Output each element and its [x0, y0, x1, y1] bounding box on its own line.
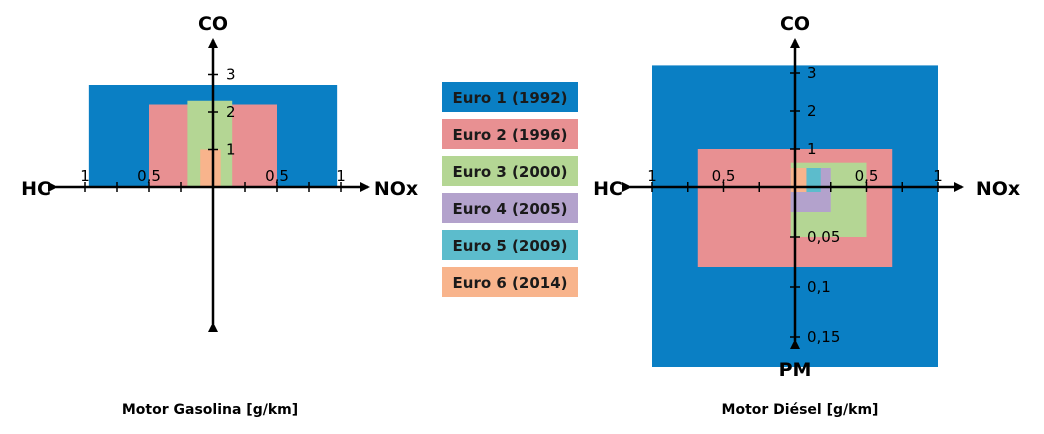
gasoline-y-tick-label: 3 — [226, 66, 236, 84]
legend-label: Euro 5 (2009) — [453, 237, 568, 255]
diesel-ticks: 1 0,5 0,5 1 1 2 3 0,05 0,1 0,15 — [647, 64, 943, 346]
diesel-region-euro-6-2014 — [790, 168, 807, 192]
legend-swatch — [442, 82, 578, 112]
diesel-axis-bottom-label: PM — [779, 359, 812, 381]
legend-swatch — [442, 156, 578, 186]
gasoline-caption: Motor Gasolina [g/km] — [122, 402, 298, 418]
legend: Euro 1 (1992) Euro 2 (1996) Euro 3 (2000) E… — [442, 82, 578, 297]
diesel-chart: 1 0,5 0,5 1 1 2 3 0,05 0,1 0,15 CO HC NOx PM Moto… — [593, 13, 1020, 418]
legend-label: Euro 4 (2005) — [453, 200, 568, 218]
legend-swatch — [442, 267, 578, 297]
gasoline-y-tick-label: 1 — [226, 141, 236, 159]
diesel-x-tick-label: 1 — [647, 167, 657, 185]
gasoline-x-tick-label: 0,5 — [265, 167, 289, 185]
diesel-co-tick-label: 2 — [807, 102, 817, 120]
legend-item-euro-6-2014: Euro 6 (2014) — [442, 267, 578, 297]
legend-item-euro-1-1992: Euro 1 (1992) — [442, 82, 578, 112]
diesel-caption: Motor Diésel [g/km] — [722, 402, 879, 418]
gasoline-x-tick-label: 0,5 — [137, 167, 161, 185]
gasoline-x-tick-label: 1 — [336, 167, 346, 185]
gasoline-x-tick-label: 1 — [80, 167, 90, 185]
gasoline-region-euro-6-2014 — [200, 149, 221, 187]
legend-label: Euro 6 (2014) — [453, 274, 568, 292]
gasoline-chart: 1 0,5 0,5 1 1 2 3 CO HC NOx Motor Gasolina [g/… — [21, 13, 418, 418]
diesel-pm-tick-label: 0,05 — [807, 228, 840, 246]
diesel-axis-right-label: NOx — [976, 178, 1020, 200]
diesel-axis-left-label: HC — [593, 178, 623, 200]
gasoline-y-tick-label: 2 — [226, 103, 236, 121]
legend-swatch — [442, 119, 578, 149]
gasoline-ticks: 1 0,5 0,5 1 1 2 3 — [80, 66, 346, 192]
legend-label: Euro 2 (1996) — [453, 126, 568, 144]
diesel-pm-tick-label: 0,1 — [807, 278, 831, 296]
diesel-co-tick-label: 3 — [807, 64, 817, 82]
legend-item-euro-3-2000: Euro 3 (2000) — [442, 156, 578, 186]
diesel-x-tick-label: 0,5 — [855, 167, 879, 185]
legend-item-euro-4-2005: Euro 4 (2005) — [442, 193, 578, 223]
legend-swatch — [442, 230, 578, 260]
legend-label: Euro 1 (1992) — [453, 89, 568, 107]
diesel-x-tick-label: 1 — [933, 167, 943, 185]
diesel-pm-tick-label: 0,15 — [807, 328, 840, 346]
diesel-x-tick-label: 0,5 — [712, 167, 736, 185]
gasoline-axis-top-label: CO — [198, 13, 228, 35]
gasoline-axis-right-label: NOx — [374, 178, 418, 200]
legend-swatch — [442, 193, 578, 223]
legend-label: Euro 3 (2000) — [453, 163, 568, 181]
legend-item-euro-5-2009: Euro 5 (2009) — [442, 230, 578, 260]
legend-item-euro-2-1996: Euro 2 (1996) — [442, 119, 578, 149]
diesel-co-tick-label: 1 — [807, 140, 817, 158]
diesel-axis-top-label: CO — [780, 13, 810, 35]
gasoline-axis-left-label: HC — [21, 178, 51, 200]
